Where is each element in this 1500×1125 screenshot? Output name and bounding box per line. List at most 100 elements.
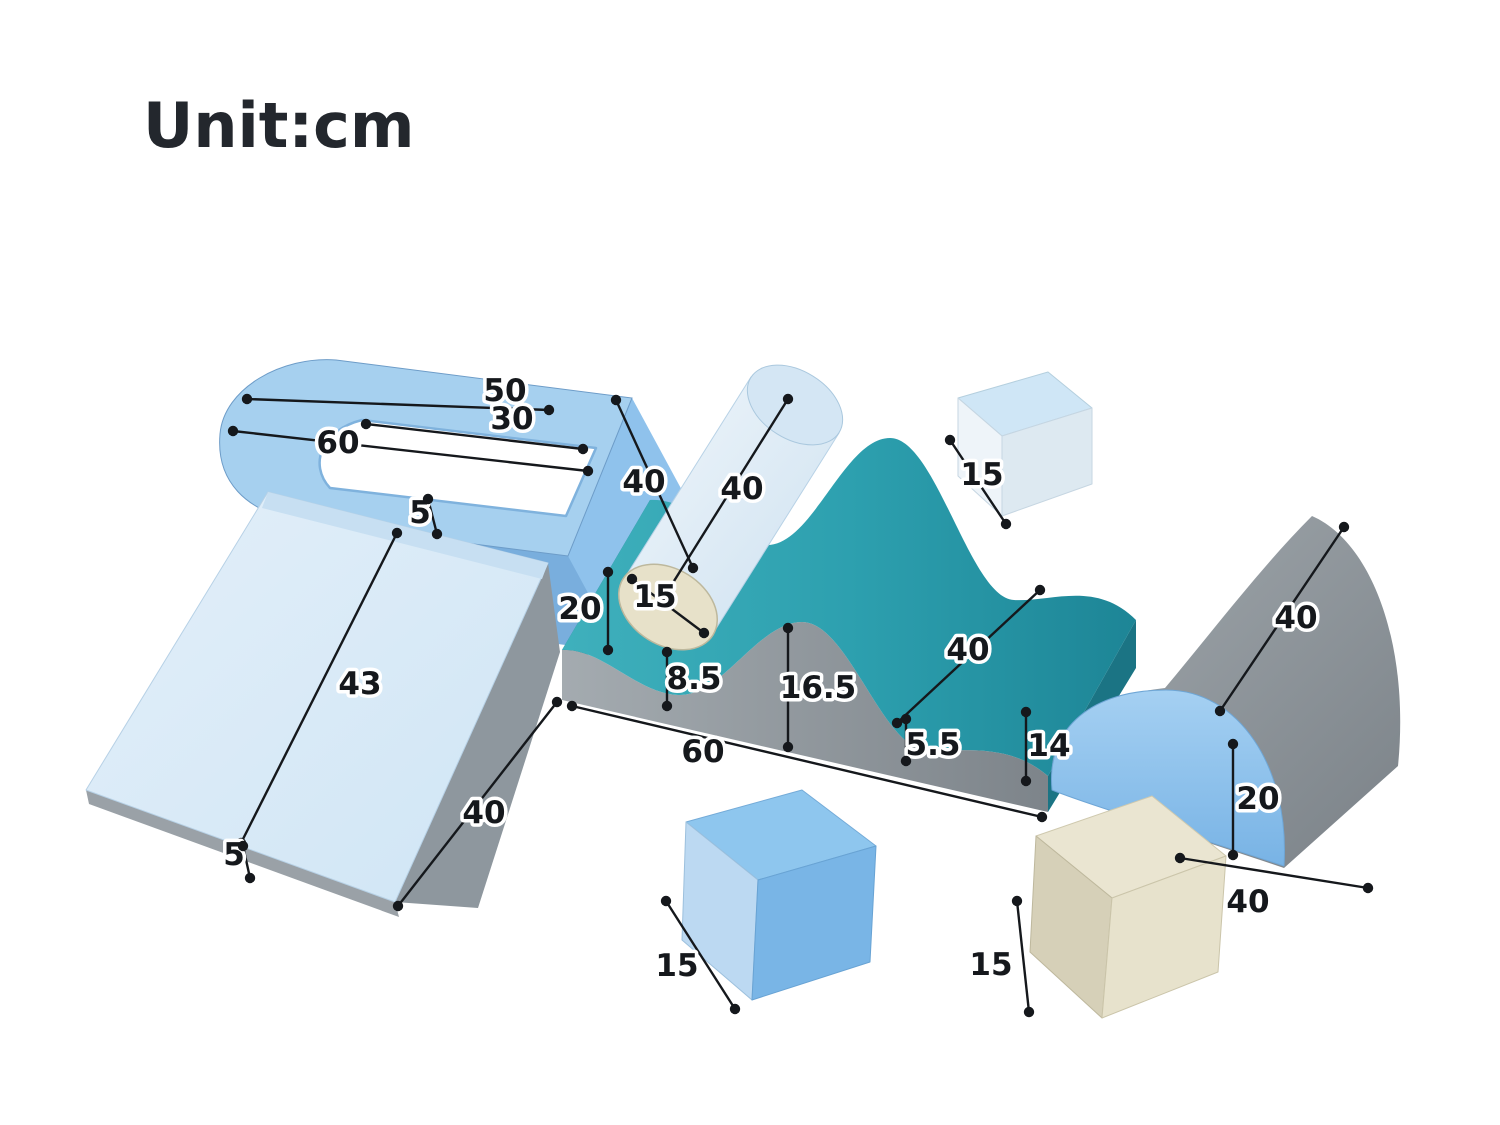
- beige-cube-piece: [1029, 795, 1227, 1019]
- dimension-endpoint-dot: [1362, 882, 1374, 894]
- dim-value: 60: [316, 425, 359, 461]
- dim-value: 40: [946, 632, 989, 668]
- dimension-endpoint-dot: [782, 741, 794, 753]
- dim-ramp-edge-thickness: 5: [220, 834, 256, 884]
- dim-wave-length: 60: [566, 700, 1048, 823]
- dim-line: [571, 704, 1043, 819]
- dimension-endpoint-dot: [543, 404, 555, 416]
- dimension-endpoint-dot: [782, 622, 794, 634]
- dim-value: 40: [1226, 884, 1269, 920]
- unit-label: Unit:cm: [143, 89, 415, 162]
- dimension-endpoint-dot: [661, 646, 673, 658]
- dim-line: [397, 701, 558, 907]
- dimension-endpoint-dot: [729, 1003, 741, 1015]
- dim-line: [239, 532, 399, 844]
- dimension-endpoint-dot: [241, 393, 253, 405]
- dimension-endpoint-dot: [782, 393, 794, 405]
- dim-ramp-width: 40: [392, 696, 563, 912]
- dimension-endpoint-dot: [1020, 775, 1032, 787]
- dimension-endpoint-dot: [360, 418, 372, 430]
- dimension-endpoint-dot: [891, 717, 903, 729]
- dim-beige-cube-size: 15: [966, 895, 1035, 1018]
- dim-value: 5: [409, 495, 431, 531]
- dimension-endpoint-dot: [1214, 705, 1226, 717]
- dim-wave-right-valley-thickness: 5.5: [900, 713, 964, 767]
- dimension-endpoint-dot: [1020, 706, 1032, 718]
- dimension-endpoint-dot: [1034, 584, 1046, 596]
- dimension-endpoint-dot: [1338, 521, 1350, 533]
- dim-value: 40: [622, 464, 665, 500]
- dim-value: 15: [960, 457, 1003, 493]
- wave-front-face: [562, 622, 1048, 812]
- dimension-endpoint-dot: [392, 900, 404, 912]
- dim-tunnel-depth: 40: [610, 394, 699, 574]
- dimension-endpoint-dot: [1227, 738, 1239, 750]
- dim-wave-crest-thickness: 16.5: [776, 622, 860, 753]
- dim-value: 40: [720, 471, 763, 507]
- dim-tunnel-hole-width: 30: [360, 398, 589, 455]
- ramp-base-strip: [86, 790, 399, 917]
- blue-cube-piece: [681, 789, 877, 1001]
- dim-value: 60: [681, 734, 724, 770]
- dimension-endpoint-dot: [661, 700, 673, 712]
- dim-value: 5.5: [906, 727, 961, 763]
- dim-value: 15: [633, 579, 676, 615]
- dim-line: [1179, 856, 1369, 890]
- dimension-endpoint-dot: [1174, 852, 1186, 864]
- dim-blue-cube-size: 15: [652, 895, 741, 1015]
- dimension-endpoint-dot: [582, 465, 594, 477]
- dimension-endpoint-dot: [1000, 518, 1012, 530]
- dim-wave-valley-thickness: 8.5: [661, 646, 725, 712]
- dimension-endpoint-dot: [660, 895, 672, 907]
- tunnel-hole: [318, 418, 598, 518]
- dim-value: 40: [1274, 600, 1317, 636]
- small-cube-right-face: [1001, 407, 1093, 517]
- dimension-endpoint-dot: [1036, 811, 1048, 823]
- dimension-endpoint-dot: [698, 627, 710, 639]
- ramp-top-edge-highlight: [262, 492, 548, 579]
- dim-line: [631, 578, 705, 634]
- dimension-endpoint-dot: [602, 566, 614, 578]
- dim-value: 14: [1027, 728, 1070, 764]
- dim-line: [365, 422, 584, 451]
- dimension-endpoint-dot: [551, 696, 563, 708]
- dim-value: 8.5: [667, 661, 722, 697]
- dimension-endpoint-dot: [1023, 1006, 1035, 1018]
- dimension-endpoint-dot: [900, 755, 912, 767]
- dim-value: 50: [483, 373, 526, 409]
- dimensions-layer: 50 30 60 5 40 40 15 20: [220, 370, 1374, 1018]
- dim-arch-height: 20: [1227, 738, 1283, 861]
- dimension-endpoint-dot: [244, 872, 256, 884]
- dim-value: 16.5: [780, 670, 857, 706]
- dimension-endpoint-dot: [602, 644, 614, 656]
- dimension-endpoint-dot: [1227, 849, 1239, 861]
- small-cube-piece: [957, 371, 1093, 517]
- dim-line: [614, 399, 695, 569]
- dimension-endpoint-dot: [566, 700, 578, 712]
- dim-tunnel-hole-length: 50: [241, 370, 555, 416]
- dimension-endpoint-dot: [431, 528, 443, 540]
- dimension-endpoint-dot: [422, 493, 434, 505]
- dim-value: 20: [1236, 781, 1279, 817]
- dimension-endpoint-dot: [1011, 895, 1023, 907]
- dim-tunnel-wall-thickness: 5: [406, 492, 443, 540]
- dim-line: [232, 429, 589, 473]
- dim-arch-bottom-width: 40: [1174, 852, 1374, 924]
- blue-cube-right-face: [751, 845, 877, 1001]
- dim-ramp-slope-length: 43: [235, 527, 403, 849]
- dim-value: 20: [558, 591, 601, 627]
- dim-value: 43: [338, 666, 381, 702]
- dim-value: 15: [655, 948, 698, 984]
- dim-value: 40: [462, 795, 505, 831]
- dim-tunnel-outer-length: 60: [227, 422, 594, 477]
- dim-value: 5: [223, 837, 245, 873]
- dimension-endpoint-dot: [237, 840, 249, 852]
- dim-line: [662, 398, 790, 598]
- dim-line: [896, 589, 1041, 724]
- dim-line: [1219, 526, 1345, 712]
- dim-line: [246, 397, 550, 412]
- dimension-endpoint-dot: [577, 443, 589, 455]
- dim-cylinder-length: 40: [658, 393, 794, 603]
- tunnel-end-face: [568, 398, 684, 652]
